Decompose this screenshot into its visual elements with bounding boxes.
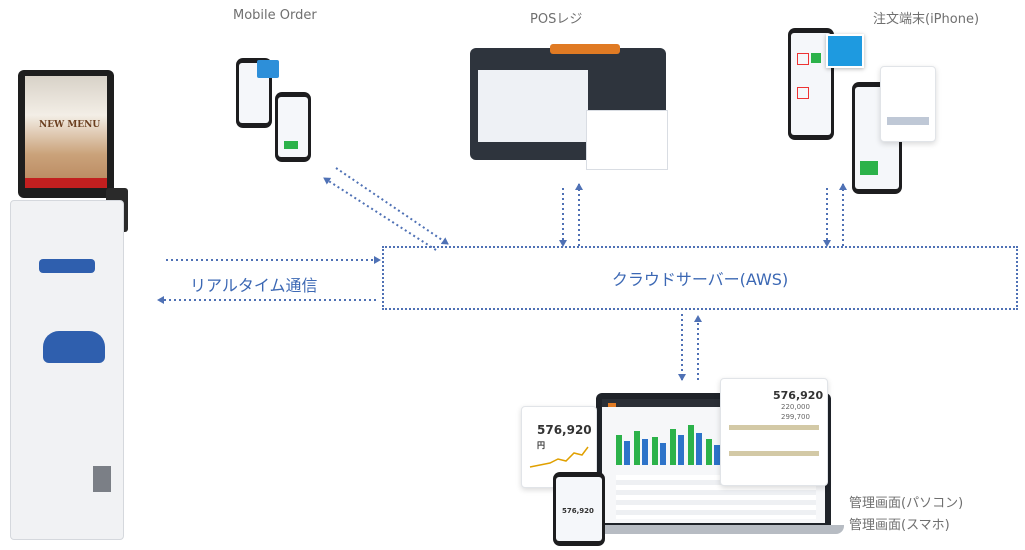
management-phone: 576,920: [553, 472, 605, 546]
iphone-popup: [826, 34, 864, 68]
mobile-order-label: Mobile Order: [233, 8, 317, 23]
mgmt-phone-label: 管理画面(スマホ): [849, 518, 950, 533]
iphone-terminal-left: [788, 28, 834, 140]
summary-row-1: 220,000: [781, 403, 810, 411]
laptop-base: [576, 525, 844, 534]
mobile-order-phone-front: [275, 92, 311, 162]
iphone-terminal-label: 注文端末(iPhone): [873, 12, 980, 27]
pos-receipt-card: [586, 110, 668, 170]
pos-label: POSレジ: [530, 12, 583, 27]
kiosk-tray-icon: [93, 466, 111, 492]
arrow-mobile-to-cloud: [335, 167, 449, 245]
kiosk-body: [10, 200, 124, 540]
realtime-label: リアルタイム通信: [190, 276, 318, 295]
kiosk-menu-text: NEW MENU: [39, 120, 101, 130]
sales-total-value: 576,920円: [537, 423, 592, 450]
mgmt-pc-label: 管理画面(パソコン): [849, 496, 964, 511]
mobile-order-popup: [257, 60, 279, 78]
sales-line-chart: [529, 446, 589, 468]
summary-row-2: 299,700: [781, 413, 810, 421]
summary-total-value: 576,920: [773, 389, 824, 402]
cloud-server-label: クラウドサーバー(AWS): [611, 270, 789, 289]
arrow-cloud-to-mobile: [323, 177, 437, 251]
summary-card: 576,920 220,000 299,700: [720, 378, 828, 486]
pos-screen: [478, 70, 588, 142]
iphone-sheet-card: [880, 66, 936, 142]
kiosk-screen: NEW MENU: [25, 76, 107, 188]
kiosk-slot-icon: [39, 259, 95, 273]
pos-printer-icon: [550, 44, 620, 54]
cash-dispenser-icon: [43, 331, 105, 363]
cloud-server-box: クラウドサーバー(AWS): [382, 246, 1018, 310]
bar-chart: [616, 425, 720, 465]
kiosk-menu-bar: [25, 178, 107, 188]
